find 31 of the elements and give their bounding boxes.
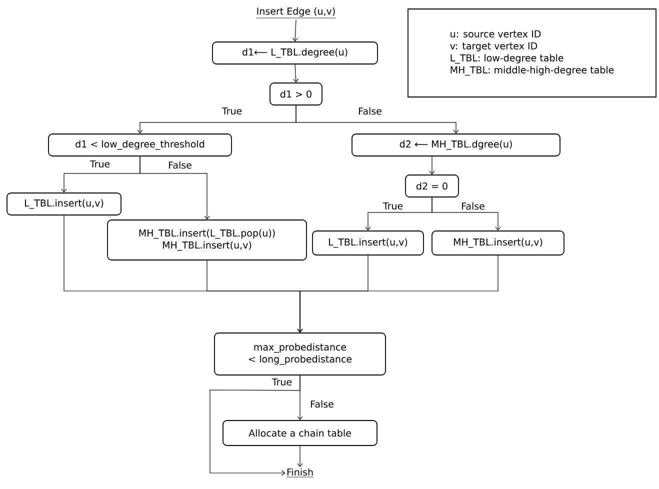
arrow — [293, 64, 299, 83]
process-box: d1⟵ L_TBL.degree(u) — [212, 42, 378, 64]
decision-box: d1 < low_degree_threshold — [48, 134, 232, 156]
arrow — [432, 197, 501, 231]
end-label: Finish — [286, 468, 314, 478]
note-box: u: source vertex ID v: target vertex ID L_TBL: low-degree table MH_TBL: middle-high-degree table — [408, 8, 656, 98]
process-box: MH_TBL.insert(u,v) — [432, 230, 564, 256]
arrow — [297, 446, 303, 468]
decision-box: max_probedistance < long_probedistance — [214, 332, 386, 376]
start-label: Insert Edge (u,v) — [256, 7, 336, 18]
edge-label: False — [460, 201, 486, 211]
process-box: d2 ⟵ MH_TBL.dgree(u) — [352, 134, 560, 156]
arrow — [297, 375, 303, 420]
edge-label: False — [357, 106, 383, 116]
decision-box: d1 > 0 — [270, 82, 322, 106]
edge-label: True — [88, 159, 112, 169]
arrow — [429, 156, 435, 175]
decision-box: d2 = 0 — [405, 174, 459, 198]
process-box: Allocate a chain table — [222, 420, 378, 446]
process-box: L_TBL.insert(u,v) — [312, 230, 424, 256]
arrow — [292, 20, 298, 42]
arrow — [296, 105, 459, 134]
edge-label: True — [220, 106, 244, 116]
edge-label: False — [167, 160, 193, 170]
edge-label: True — [270, 377, 294, 387]
edge-label: True — [382, 201, 404, 211]
process-box: L_TBL.insert(u,v) — [6, 192, 122, 216]
process-box: MH_TBL.insert(L_TBL.pop(u)) MH_TBL.insert(u,v) — [107, 220, 307, 260]
arrow — [140, 156, 210, 220]
arrow — [297, 255, 498, 333]
edge-label: False — [309, 399, 335, 409]
